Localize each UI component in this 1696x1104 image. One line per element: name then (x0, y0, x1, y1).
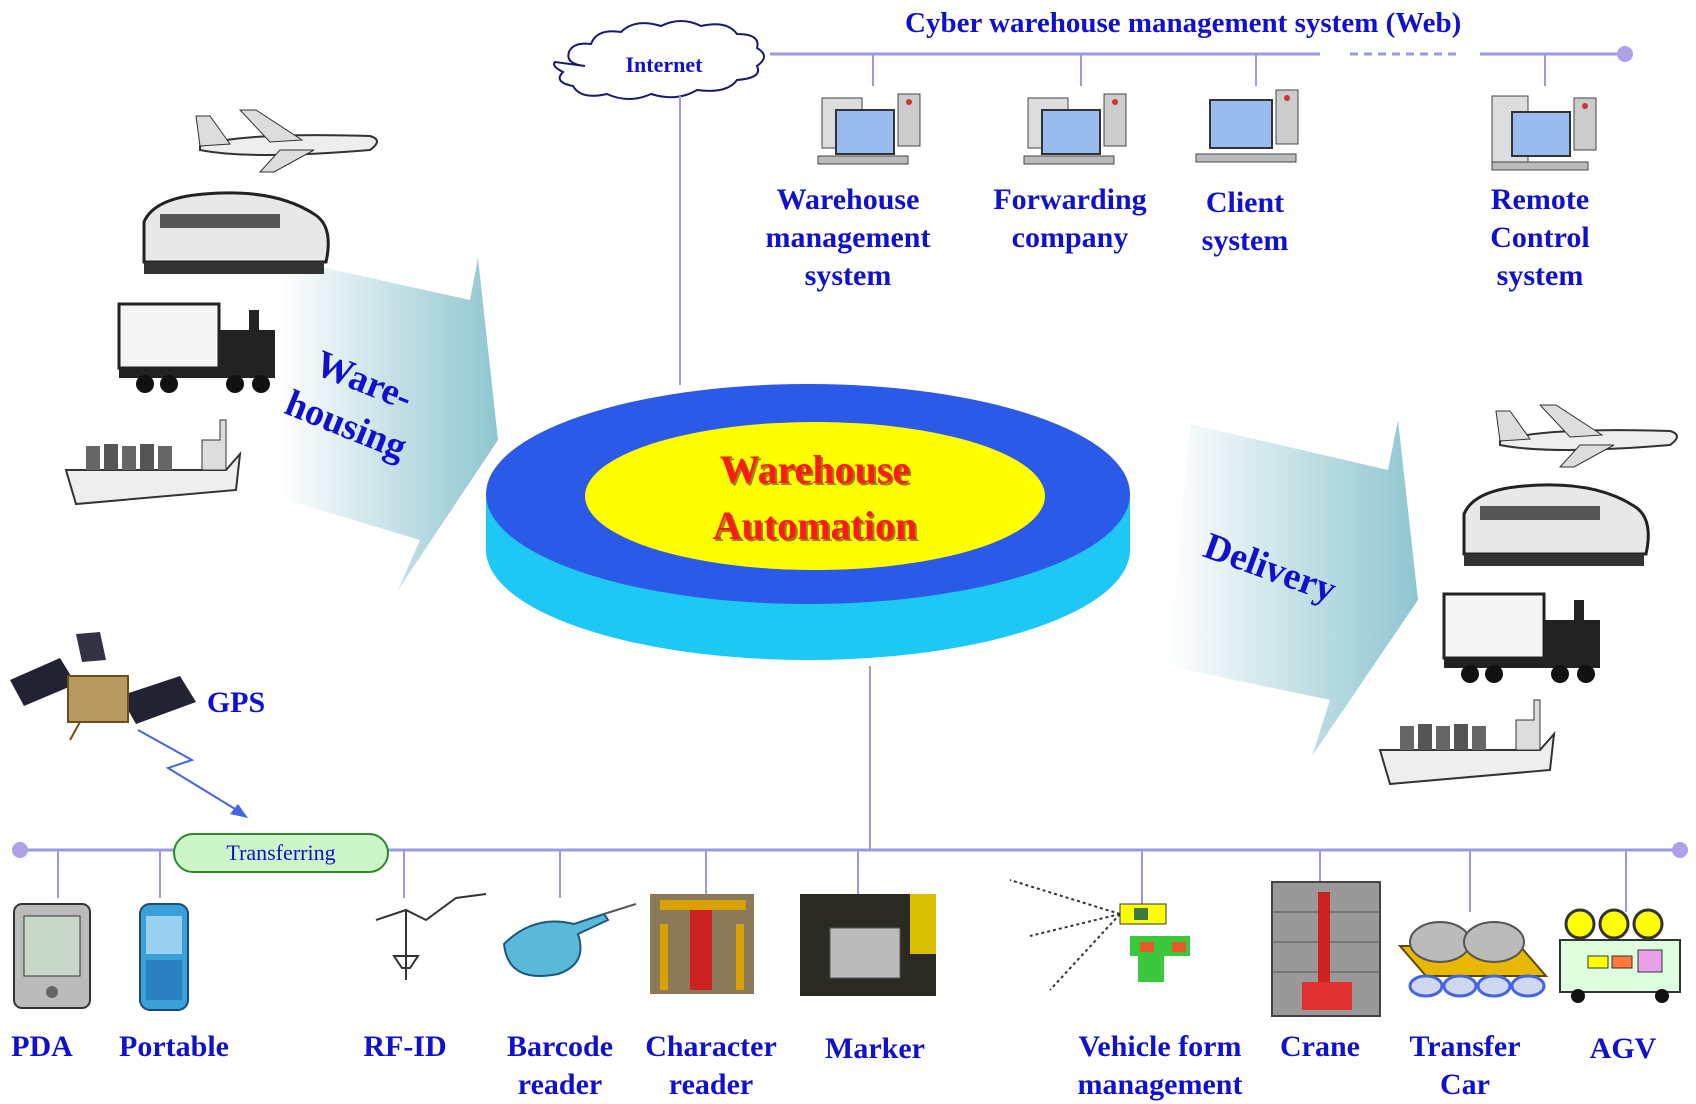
device-rfid: RF-ID (363, 1030, 447, 1063)
device-vehicle-form: Vehicle form management (1077, 1030, 1243, 1101)
device-barcode-reader: Barcode reader (506, 1030, 614, 1101)
gps-signal-line (137, 729, 241, 813)
portable-terminal-icon (139, 903, 189, 1011)
crane-icon (1271, 881, 1381, 1017)
web-system-forwarding: Forwarding company (993, 183, 1147, 254)
delivery-arrow (1168, 420, 1418, 756)
cyber-system-title: Cyber warehouse management system (Web) (905, 7, 1462, 39)
rfid-antenna-icon (375, 893, 487, 980)
web-system-warehouse: Warehouse management system (765, 183, 931, 292)
cargo-ship-icon (1378, 699, 1556, 786)
barcode-scanner-icon (502, 903, 637, 977)
airplane-icon (195, 109, 378, 173)
top-bus (770, 46, 1633, 86)
agv-icon (1559, 908, 1681, 1003)
center-title: Warehouse Automation (712, 447, 918, 548)
computer-icon (817, 93, 921, 165)
character-reader-icon (650, 894, 754, 994)
computer-icon (1195, 89, 1299, 163)
warehouse-automation-disc (486, 384, 1130, 660)
computer-icon (1023, 93, 1127, 165)
web-system-client: Client system (1201, 186, 1289, 257)
computer-icon (1491, 95, 1597, 171)
vehicle-form-sensor-icon (1009, 879, 1190, 991)
device-crane: Crane (1280, 1030, 1360, 1063)
transferring-pill (173, 833, 389, 873)
gps-label: GPS (206, 686, 266, 719)
transferring-label: Transferring (226, 840, 336, 865)
airplane-icon (1495, 404, 1678, 468)
pda-icon (13, 903, 91, 1009)
device-character-reader: Character reader (645, 1030, 777, 1101)
warehousing-arrow (280, 258, 498, 590)
internet-label: Internet (625, 52, 703, 77)
train-icon (142, 191, 330, 274)
transfer-car-icon (1397, 921, 1549, 998)
truck-icon (1442, 592, 1600, 683)
device-marker: Marker (825, 1032, 925, 1065)
cargo-ship-icon (64, 419, 242, 506)
train-icon (1462, 483, 1650, 566)
satellite-icon (10, 632, 196, 741)
truck-icon (117, 302, 275, 393)
device-agv: AGV (1589, 1032, 1657, 1065)
arrowhead-icon (230, 804, 248, 818)
marker-machine-icon (800, 894, 936, 996)
device-portable: Portable (119, 1030, 229, 1063)
internet-cloud-icon (553, 20, 765, 385)
web-system-remote: Remote Control system (1490, 183, 1590, 292)
device-transfer-car: Transfer Car (1409, 1030, 1521, 1101)
device-pda: PDA (11, 1030, 73, 1063)
